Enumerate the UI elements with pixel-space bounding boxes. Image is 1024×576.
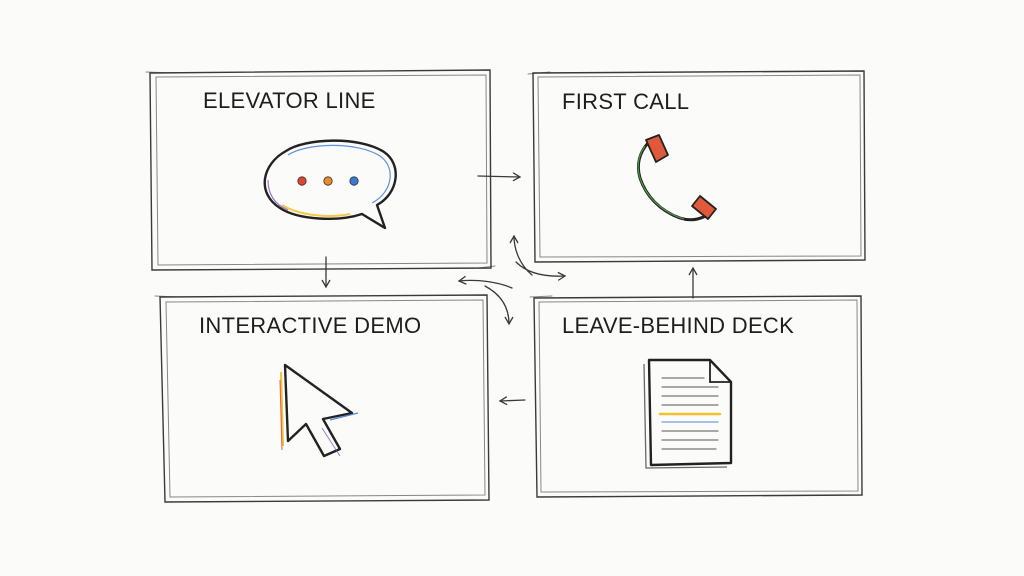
speech-bubble-icon xyxy=(263,139,397,230)
panel-first-call xyxy=(527,70,866,263)
arrow-center-curve-left xyxy=(457,275,513,289)
document-icon xyxy=(643,358,733,469)
connector-arrows xyxy=(321,172,698,406)
panel-elevator-line xyxy=(145,69,496,271)
phone-icon xyxy=(636,134,717,222)
arrow-elevator-to-firstcall xyxy=(477,172,522,182)
arrow-deck-to-demo xyxy=(498,396,526,406)
arrow-center-curve-right xyxy=(515,261,567,281)
panel-leave-behind-deck xyxy=(529,295,863,498)
panel-title-first-call: FIRST CALL xyxy=(562,89,690,114)
panel-title-leave-behind-deck: LEAVE-BEHIND DECK xyxy=(562,313,795,338)
arrow-center-curve-up xyxy=(509,234,533,276)
panel-title-interactive-demo: INTERACTIVE DEMO xyxy=(199,313,422,338)
panel-interactive-demo xyxy=(154,294,490,503)
arrow-center-curve-down xyxy=(484,285,514,326)
cursor-icon xyxy=(279,363,359,458)
panel-title-elevator-line: ELEVATOR LINE xyxy=(203,88,376,113)
